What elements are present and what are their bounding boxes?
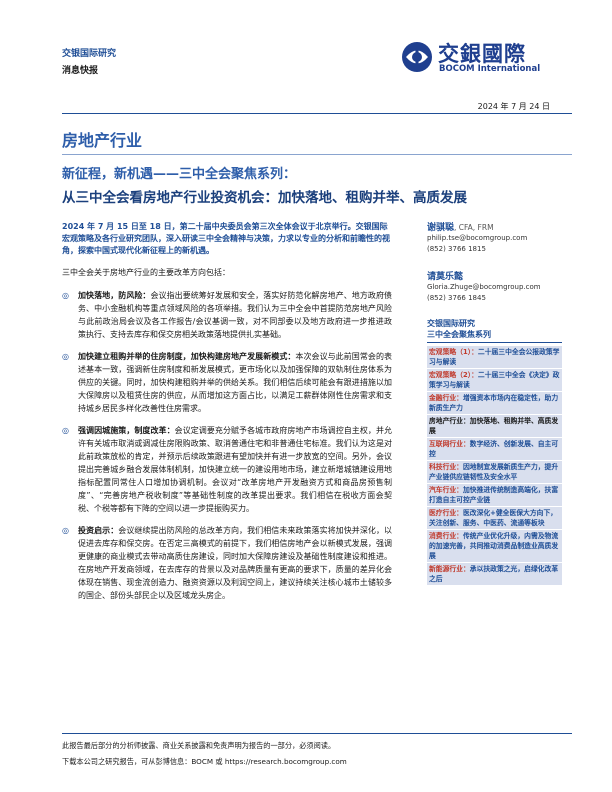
report-series-title: 新征程，新机遇——三中全会聚焦系列： — [62, 167, 297, 182]
footer-divider — [62, 733, 572, 734]
related-category: 科技行业： — [429, 463, 463, 471]
header-divider — [62, 113, 572, 114]
bullet-icon: ◎ — [62, 526, 69, 535]
related-title: 二十届三中全会公报政策学习与解读 — [429, 348, 560, 366]
analyst-phone: (852) 3766 1815 — [427, 245, 486, 253]
list-item: ◎ 投资启示：会议继续提出防风险的总改革方向，我们相信未来政策落实将加快并深化，以… — [62, 524, 392, 602]
bocom-logo-icon — [402, 42, 432, 72]
list-item: ◎ 加快建立租购并举的住房制度，加快构建房地产发展新模式：本次会议与此前国常会的表… — [62, 350, 392, 415]
company-logo: 交銀國際 BOCOM International — [400, 38, 570, 78]
related-category: 汽车行业： — [429, 486, 463, 494]
report-summary: 2024 年 7 月 15 日至 18 日，第二十届中央委员会第三次全体会议于北… — [62, 222, 390, 255]
intro-text: 三中全会关于房地产行业的主要改革方向包括： — [62, 268, 230, 277]
analyst-name: 请莫乐懿 — [427, 272, 464, 282]
related-report-link[interactable]: 消费行业：传统产业优化升级，内需及物流的加速完善，共同推动消费品制造业高质发展 — [427, 530, 562, 563]
analyst-card: 请莫乐懿 Gloria.Zhuge@bocomgroup.com (852) 3… — [427, 269, 562, 304]
report-date: 2024 年 7 月 24 日 — [477, 102, 550, 111]
research-org: 交银国际研究 — [62, 49, 117, 59]
related-title: 数字经济、创新发展、自主可控 — [429, 440, 559, 458]
related-category: 互联网行业： — [429, 440, 470, 448]
point-body: 会议指出要统筹好发展和安全，落实好防范化解房地产、地方政府债务、中小金融机构等重… — [78, 291, 393, 339]
related-category: 宏观策略（1）： — [429, 348, 478, 356]
related-report-link[interactable]: 医疗行业：医改深化+健全医保大方向下，关注创新、服务、中医药、流通等板块 — [427, 507, 562, 530]
related-title: 医改深化+健全医保大方向下，关注创新、服务、中医药、流通等板块 — [429, 509, 558, 527]
related-report-link[interactable]: 科技行业：因地制宜发展新质生产力，提升产业链供应链韧性及安全水平 — [427, 461, 562, 484]
logo-chinese-name: 交銀國際 — [438, 42, 526, 66]
related-report-link[interactable]: 互联网行业：数字经济、创新发展、自主可控 — [427, 438, 562, 461]
analyst-email[interactable]: Gloria.Zhuge@bocomgroup.com — [427, 283, 541, 291]
bullet-icon: ◎ — [62, 291, 69, 300]
analyst-cert: , CFA, FRM — [454, 223, 494, 232]
point-body: 本次会议与此前国常会的表述基本一致，强调新住房制度和新发展模式，更市场化以及加强… — [78, 352, 392, 413]
point-heading: 投资启示： — [78, 526, 119, 535]
related-title: 二十届三中全会《决定》政策学习与解读 — [429, 371, 560, 389]
related-category: 医疗行业： — [429, 509, 463, 517]
related-report-link[interactable]: 宏观策略（2）：二十届三中全会《决定》政策学习与解读 — [427, 369, 562, 392]
analyst-name: 谢骐聪 — [427, 223, 455, 233]
related-category: 消费行业： — [429, 532, 463, 540]
bullet-icon: ◎ — [62, 352, 69, 361]
sidebar: 谢骐聪, CFA, FRM philip.tse@bocomgroup.com … — [427, 220, 562, 586]
bullet-icon: ◎ — [62, 426, 69, 435]
key-points-list: ◎ 加快落地，防风险：会议指出要统筹好发展和安全，落实好防范化解房地产、地方政府债… — [62, 289, 392, 611]
point-heading: 加快落地，防风险： — [78, 291, 151, 300]
related-title: 传统产业优化升级，内需及物流的加速完善，共同推动消费品制造业高质发展 — [429, 532, 559, 560]
sector-title: 房地产行业 — [62, 131, 143, 150]
report-type: 消息快报 — [62, 66, 99, 76]
analyst-email[interactable]: philip.tse@bocomgroup.com — [427, 234, 528, 242]
related-reports: 交银国际研究 三中全会聚焦系列 宏观策略（1）：二十届三中全会公报政策学习与解读… — [427, 318, 562, 586]
related-title: 加快推进传统制造高端化，扶富打造自主可控产业链 — [429, 486, 559, 504]
related-title: 加快落地、租购并举、高质发展 — [429, 417, 559, 435]
related-org: 交银国际研究 — [427, 319, 475, 328]
list-item: ◎ 加快落地，防风险：会议指出要统筹好发展和安全，落实好防范化解房地产、地方政府债… — [62, 289, 392, 341]
point-body: 会议定调要充分赋予各城市政府房地产市场调控自主权，并允许有关城市取消或调减住房限… — [78, 426, 393, 513]
related-report-current: 房地产行业：加快落地、租购并举、高质发展 — [427, 415, 562, 438]
related-category: 金融行业： — [429, 394, 463, 402]
related-divider — [427, 342, 562, 343]
related-report-link[interactable]: 汽车行业：加快推进传统制造高端化，扶富打造自主可控产业链 — [427, 484, 562, 507]
list-item: ◎ 强调因城施策，制度改革：会议定调要充分赋予各城市政府房地产市场调控自主权，并允… — [62, 424, 392, 515]
related-title: 增强资本市场内在稳定性，助力新质生产力 — [429, 394, 559, 412]
disclaimer-text: 此报告最后部分的分析师披露、商业关系披露和免责声明为报告的一部分，必须阅读。 — [62, 741, 336, 750]
logo-english-name: BOCOM International — [439, 64, 541, 74]
related-report-link[interactable]: 金融行业：增强资本市场内在稳定性，助力新质生产力 — [427, 392, 562, 415]
related-report-link[interactable]: 宏观策略（1）：二十届三中全会公报政策学习与解读 — [427, 346, 562, 369]
sector-divider — [62, 154, 572, 155]
report-main-title: 从三中全会看房地产行业投资机会：加快落地、租购并举、高质发展 — [62, 190, 467, 206]
point-body: 会议继续提出防风险的总改革方向，我们相信未来政策落实将加快并深化，以促进去库存和… — [78, 526, 392, 600]
related-category: 新能源行业： — [429, 565, 470, 573]
download-info[interactable]: 下载本公司之研究报告，可从彭博信息：BOCM 或 https://researc… — [62, 757, 347, 766]
point-heading: 加快建立租购并举的住房制度，加快构建房地产发展新模式： — [78, 352, 296, 361]
related-report-link[interactable]: 新能源行业：承以扶政策之光，启绿化改革之后 — [427, 563, 562, 586]
related-series: 三中全会聚焦系列 — [427, 330, 491, 339]
brand-header: 交银国际研究 消息快报 — [62, 48, 116, 78]
related-category: 宏观策略（2）： — [429, 371, 478, 379]
related-category: 房地产行业： — [429, 417, 470, 425]
footer: 此报告最后部分的分析师披露、商业关系披露和免责声明为报告的一部分，必须阅读。 下… — [62, 738, 347, 770]
analyst-phone: (852) 3766 1845 — [427, 294, 486, 302]
analyst-card: 谢骐聪, CFA, FRM philip.tse@bocomgroup.com … — [427, 220, 562, 255]
related-title: 因地制宜发展新质生产力，提升产业链供应链韧性及安全水平 — [429, 463, 559, 481]
related-title: 承以扶政策之光，启绿化改革之后 — [429, 565, 559, 583]
point-heading: 强调因城施策，制度改革： — [78, 426, 175, 435]
